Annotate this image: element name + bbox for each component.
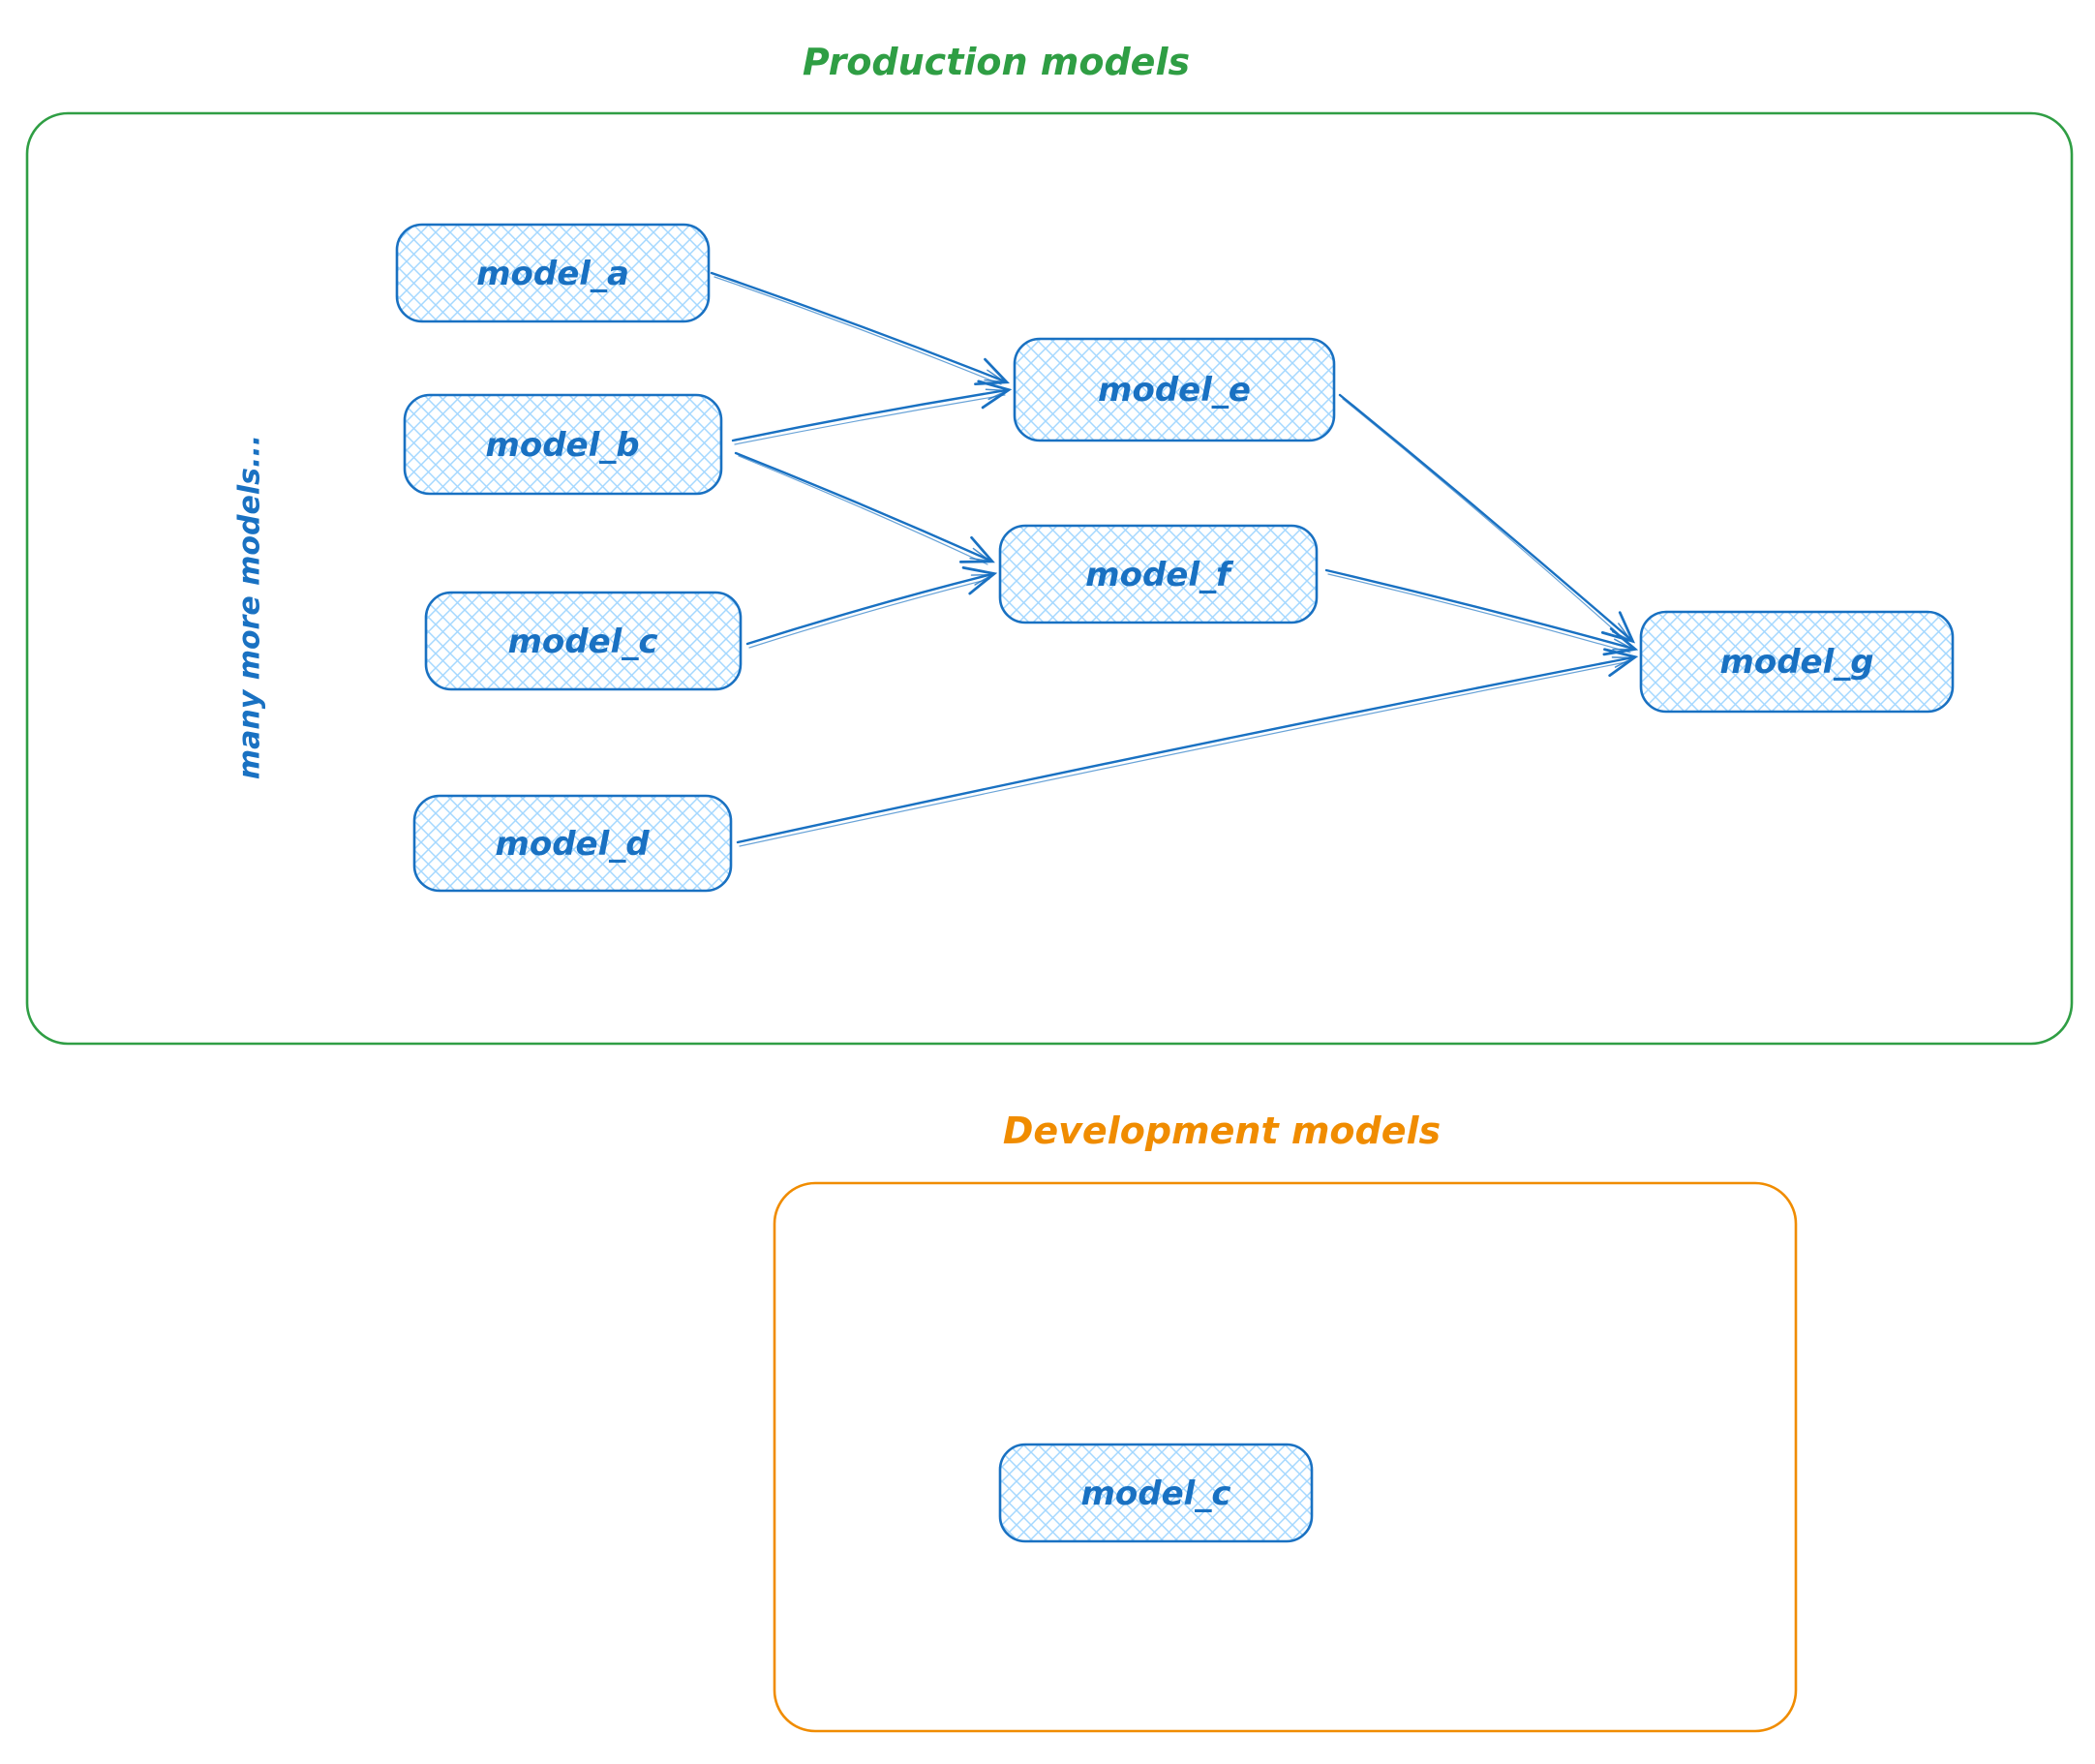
node-model-e-label: model_e bbox=[1098, 371, 1251, 410]
node-model-f: model_f bbox=[998, 524, 1319, 624]
many-more-models-note: many more models... bbox=[233, 435, 267, 779]
edge-model-a-to-model-e bbox=[710, 271, 1010, 386]
edge-model-c-to-model-f bbox=[745, 566, 998, 649]
node-model-d-label: model_d bbox=[495, 825, 650, 864]
node-model-b-label: model_b bbox=[485, 426, 639, 465]
node-model-g-label: model_g bbox=[1719, 643, 1873, 682]
production-group-box bbox=[25, 111, 2074, 1046]
edge-model-e-to-model-g bbox=[1338, 393, 1636, 644]
development-group-title: Development models bbox=[1003, 1110, 1441, 1152]
production-group-title: Production models bbox=[803, 41, 1190, 83]
edge-model-d-to-model-g bbox=[736, 648, 1639, 847]
node-model-c: model_c bbox=[424, 591, 743, 691]
node-model-d: model_d bbox=[412, 794, 733, 893]
node-dev-model-c: model_c bbox=[998, 1443, 1314, 1543]
node-model-b: model_b bbox=[403, 393, 723, 496]
edge-model-b-to-model-f bbox=[734, 451, 995, 565]
node-model-g: model_g bbox=[1639, 610, 1955, 714]
edge-model-b-to-model-e bbox=[731, 380, 1013, 445]
development-group-box bbox=[773, 1181, 1798, 1733]
edge-model-f-to-model-g bbox=[1324, 568, 1639, 656]
node-model-a-label: model_a bbox=[476, 255, 629, 293]
node-model-a: model_a bbox=[395, 223, 711, 323]
node-model-e: model_e bbox=[1013, 337, 1336, 442]
node-model-c-label: model_c bbox=[508, 623, 658, 661]
node-dev-model-c-label: model_c bbox=[1081, 1475, 1231, 1513]
node-model-f-label: model_f bbox=[1085, 556, 1234, 594]
